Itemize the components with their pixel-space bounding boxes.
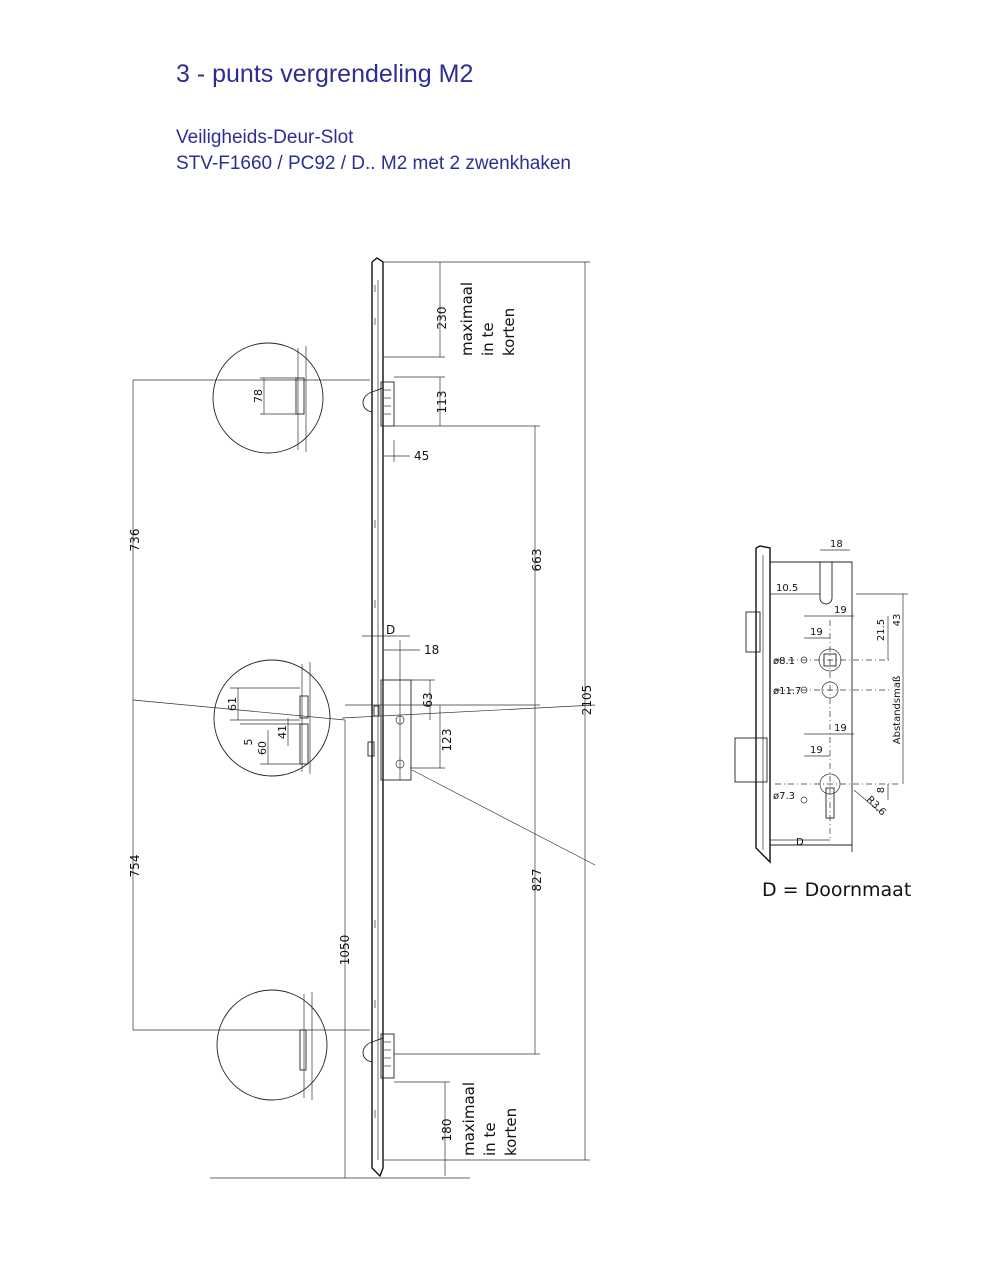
lock-dim-19b: 19 <box>810 627 823 638</box>
lock-dim-19a: 19 <box>834 605 847 616</box>
dim-754: 754 <box>128 855 142 878</box>
detail-mid-61: 61 <box>226 697 239 711</box>
dim-63: 63 <box>421 692 435 707</box>
lock-dim-8: 8 <box>876 787 887 793</box>
note-top-line-1: maximaal <box>458 282 476 356</box>
lock-dim-43: 43 <box>892 614 903 627</box>
dimension-lines <box>132 261 596 1179</box>
page-title: 3 - punts vergrendeling M2 <box>176 60 474 88</box>
lock-dim-r3-6: R3.6 <box>864 794 888 818</box>
dim-113: 113 <box>435 391 449 414</box>
dim-180: 180 <box>440 1119 454 1142</box>
detail-mid-60: 60 <box>256 741 269 755</box>
detail-circle-top: 78 <box>212 342 324 454</box>
dim-2105: 2105 <box>580 685 594 716</box>
lock-dim-abstandsmass: Abstandsmaß <box>892 676 903 745</box>
dim-736: 736 <box>128 529 142 552</box>
lock-dim-10-5: 10.5 <box>776 583 798 594</box>
lock-case-detail <box>734 545 908 864</box>
doornmaat-legend: D = Doornmaat <box>762 879 911 901</box>
dim-123: 123 <box>440 729 454 752</box>
dim-663: 663 <box>530 549 544 572</box>
dim-45: 45 <box>414 449 429 463</box>
lock-dim-19c: 19 <box>834 723 847 734</box>
lock-dim-21-5: 21.5 <box>876 619 887 641</box>
note-top-line-2: in te <box>479 322 497 356</box>
subtitle-line-2: STV-F1660 / PC92 / D.. M2 met 2 zwenkhak… <box>176 153 571 174</box>
note-bottom-line-1: maximaal <box>460 1082 478 1156</box>
subtitle-line-1: Veiligheids-Deur-Slot <box>176 127 354 148</box>
lock-dim-18: 18 <box>830 539 843 550</box>
note-top-line-3: korten <box>500 308 518 356</box>
lock-case-dimensions: 18 10.5 19 19 21.5 43 ø8.1 ø11.7 Abstand… <box>773 539 903 848</box>
lock-dim-19d: 19 <box>810 745 823 756</box>
detail-circle-bottom <box>216 989 328 1101</box>
lock-dim-dia7-3: ø7.3 <box>773 791 795 802</box>
detail-circle-middle: 61 5 60 41 <box>213 659 331 777</box>
lock-dim-dia8-1: ø8.1 <box>773 656 795 667</box>
product-subtitle: Veiligheids-Deur-Slot STV-F1660 / PC92 /… <box>176 125 571 177</box>
note-top: maximaal in te korten <box>458 282 518 356</box>
detail-mid-5: 5 <box>242 739 255 746</box>
note-bottom-line-3: korten <box>502 1108 520 1156</box>
dim-230: 230 <box>435 307 449 330</box>
detail-mid-41: 41 <box>276 725 289 739</box>
lock-dim-dia11-7: ø11.7 <box>773 686 801 697</box>
note-bottom-line-2: in te <box>481 1122 499 1156</box>
dim-1050: 1050 <box>338 935 352 966</box>
note-bottom: maximaal in te korten <box>460 1082 520 1156</box>
detail-top-78: 78 <box>252 389 265 403</box>
dim-827: 827 <box>530 869 544 892</box>
dim-18: 18 <box>424 643 439 657</box>
main-lock-bar <box>362 257 412 1178</box>
lock-dim-D: D <box>796 837 804 848</box>
dim-D: D <box>386 623 395 637</box>
dimension-labels: 230 113 45 663 2105 D 18 63 123 827 1050… <box>128 307 594 1142</box>
